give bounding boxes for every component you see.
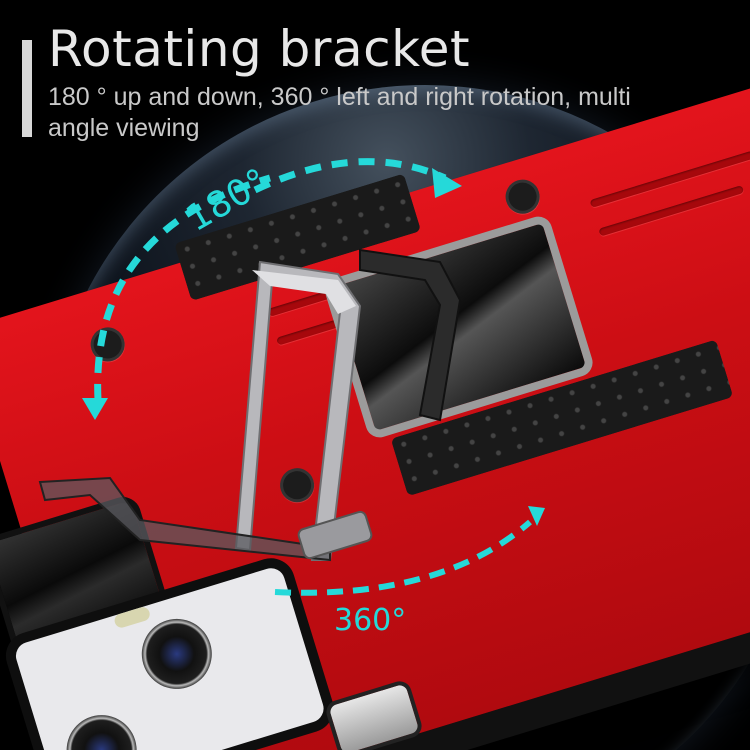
arrow-head-down-icon	[82, 398, 108, 420]
horizontal-rotation-arc	[274, 519, 532, 596]
arrow-head-up-icon	[528, 506, 545, 526]
horizontal-rotation-label: 360°	[334, 603, 407, 638]
headline-accent-bar	[22, 40, 32, 137]
headline-subtitle: 180 ° up and down, 360 ° left and right …	[48, 83, 631, 142]
headline-title: Rotating bracket	[48, 20, 471, 78]
vertical-rotation-arc	[94, 174, 271, 401]
arrow-head-right-icon	[432, 168, 462, 198]
